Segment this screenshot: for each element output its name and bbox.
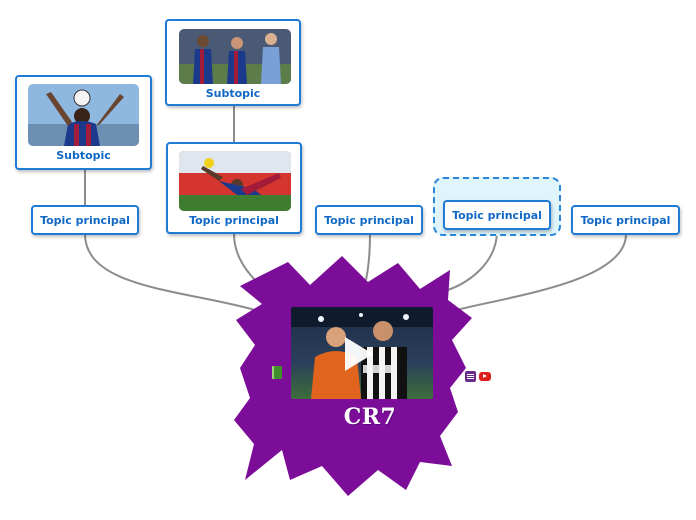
celebration-image: [28, 84, 139, 146]
subtopic-label: Subtopic: [205, 87, 261, 100]
subtopic-image: [179, 29, 291, 84]
topic-principal-3[interactable]: Topic principal: [315, 205, 423, 235]
play-icon[interactable]: [345, 337, 373, 371]
bicycle-kick-image: [179, 151, 291, 211]
topic-image: [179, 151, 291, 211]
notes-icon[interactable]: [465, 371, 476, 382]
players-image: [179, 29, 291, 84]
central-topic-title[interactable]: CR7: [343, 404, 397, 430]
book-icon[interactable]: [272, 366, 282, 379]
topic-principal-5[interactable]: Topic principal: [571, 205, 680, 235]
topic-principal-4[interactable]: Topic principal: [443, 200, 551, 230]
topic-label: Topic principal: [580, 213, 671, 227]
youtube-icon[interactable]: [479, 372, 491, 381]
subtopic-label: Subtopic: [56, 149, 111, 162]
central-video-thumbnail[interactable]: [291, 307, 433, 399]
subtopic-2[interactable]: Subtopic: [165, 19, 301, 106]
topic-label: Topic principal: [324, 213, 414, 227]
connector-topic-1: [84, 233, 263, 313]
topic-principal-1[interactable]: Topic principal: [31, 205, 139, 235]
topic-principal-2[interactable]: Topic principal: [166, 142, 302, 234]
topic-label: Topic principal: [452, 208, 542, 222]
subtopic-1[interactable]: Subtopic: [15, 75, 152, 170]
subtopic-image: [28, 84, 139, 146]
connector-topic-4: [447, 230, 498, 291]
connector-topic-5: [447, 233, 627, 313]
topic-label: Topic principal: [189, 214, 279, 227]
connector-topic-3: [365, 233, 371, 281]
topic-label: Topic principal: [40, 213, 130, 227]
